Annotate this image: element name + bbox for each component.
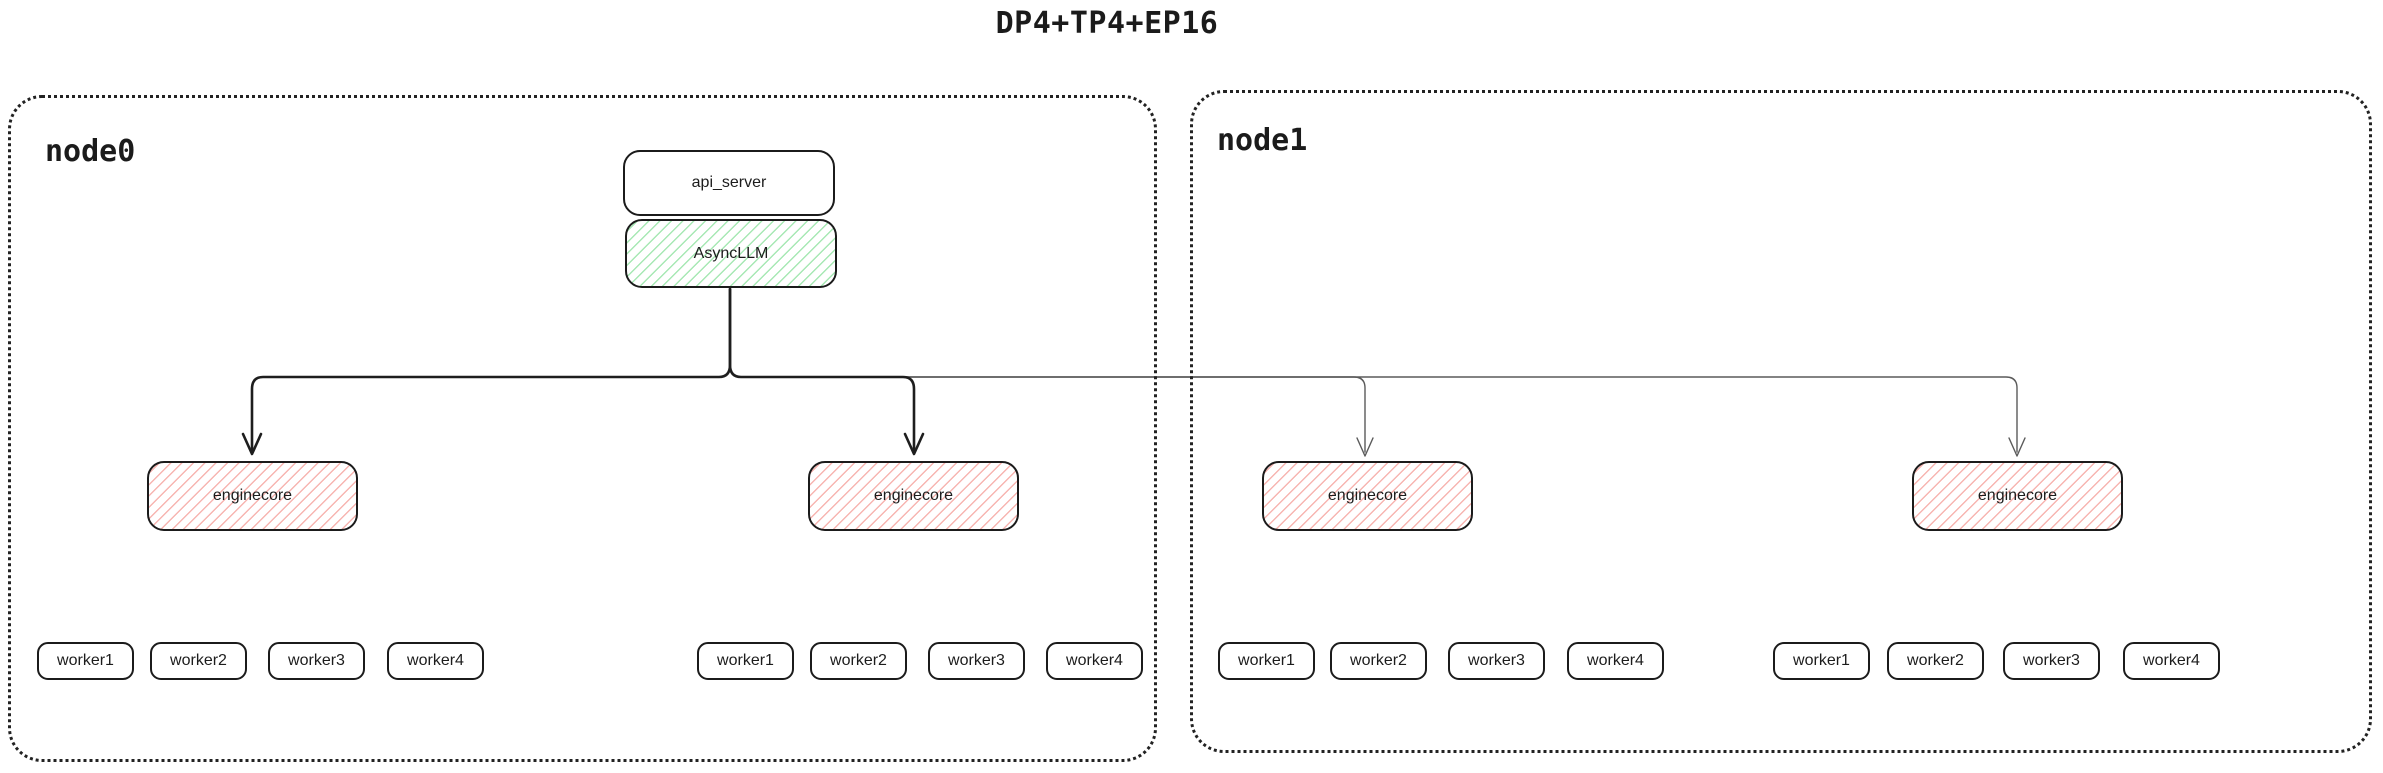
diagram-title: DP4+TP4+EP16 (995, 6, 1219, 41)
worker-box: worker4 (2123, 642, 2220, 680)
worker-box: worker4 (1567, 642, 1664, 680)
node1-container: node1 (1190, 90, 2372, 753)
worker-box: worker1 (697, 642, 794, 680)
node1-label: node1 (1217, 123, 1308, 158)
worker-box: worker2 (1887, 642, 1984, 680)
api-server-box: api_server (623, 150, 835, 216)
enginecore-box-3: enginecore (1262, 461, 1473, 531)
worker-box: worker3 (928, 642, 1025, 680)
worker-box: worker1 (1218, 642, 1315, 680)
worker-box: worker3 (2003, 642, 2100, 680)
worker-box: worker1 (37, 642, 134, 680)
node0-label: node0 (45, 134, 136, 169)
node0-container: node0 (8, 95, 1157, 762)
asyncllm-box: AsyncLLM (625, 219, 837, 288)
worker-box: worker3 (268, 642, 365, 680)
worker-box: worker3 (1448, 642, 1545, 680)
worker-box: worker1 (1773, 642, 1870, 680)
worker-box: worker4 (1046, 642, 1143, 680)
enginecore-box-4: enginecore (1912, 461, 2123, 531)
worker-box: worker4 (387, 642, 484, 680)
enginecore-box-1: enginecore (147, 461, 358, 531)
worker-box: worker2 (1330, 642, 1427, 680)
enginecore-box-2: enginecore (808, 461, 1019, 531)
worker-box: worker2 (810, 642, 907, 680)
worker-box: worker2 (150, 642, 247, 680)
